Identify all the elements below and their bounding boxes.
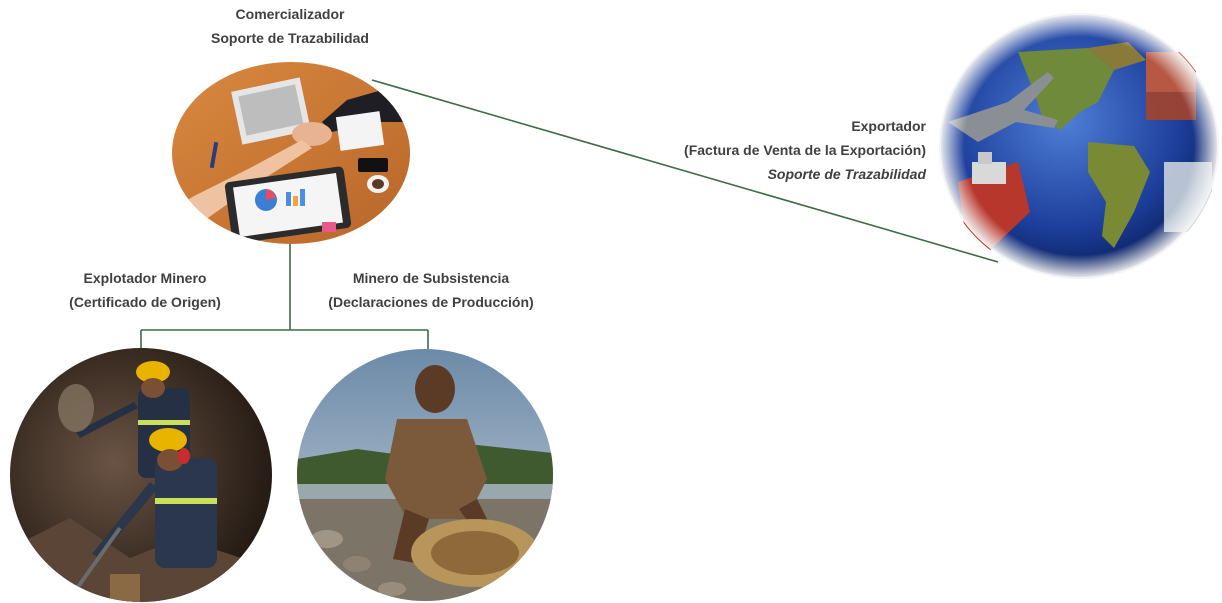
explotador-image	[10, 348, 272, 602]
comercializador-image	[172, 62, 410, 244]
globe-trade-icon	[939, 13, 1219, 279]
subsistence-miner-icon	[297, 349, 553, 601]
exportador-subtitle: (Factura de Venta de la Exportación)	[684, 142, 926, 158]
explotador-title: Explotador Minero	[83, 270, 207, 286]
exportador-image	[938, 12, 1220, 280]
minero-label: Minero de Subsistencia (Declaraciones de…	[300, 266, 562, 314]
business-handshake-icon	[172, 62, 410, 244]
comercializador-label: Comercializador Soporte de Trazabilidad	[170, 2, 410, 50]
explotador-label: Explotador Minero (Certificado de Origen…	[30, 266, 260, 314]
comercializador-subtitle: Soporte de Trazabilidad	[211, 30, 369, 46]
minero-title: Minero de Subsistencia	[352, 270, 510, 286]
exportador-label: Exportador (Factura de Venta de la Expor…	[620, 114, 926, 186]
comercializador-title: Comercializador	[235, 6, 345, 22]
minero-subtitle: (Declaraciones de Producción)	[328, 294, 534, 310]
exportador-support: Soporte de Trazabilidad	[767, 166, 926, 182]
miners-tunnel-icon	[10, 348, 272, 602]
minero-image	[297, 349, 553, 601]
connector-comercializador-exportador	[371, 79, 999, 263]
explotador-subtitle: (Certificado de Origen)	[69, 294, 221, 310]
exportador-title: Exportador	[851, 118, 926, 134]
